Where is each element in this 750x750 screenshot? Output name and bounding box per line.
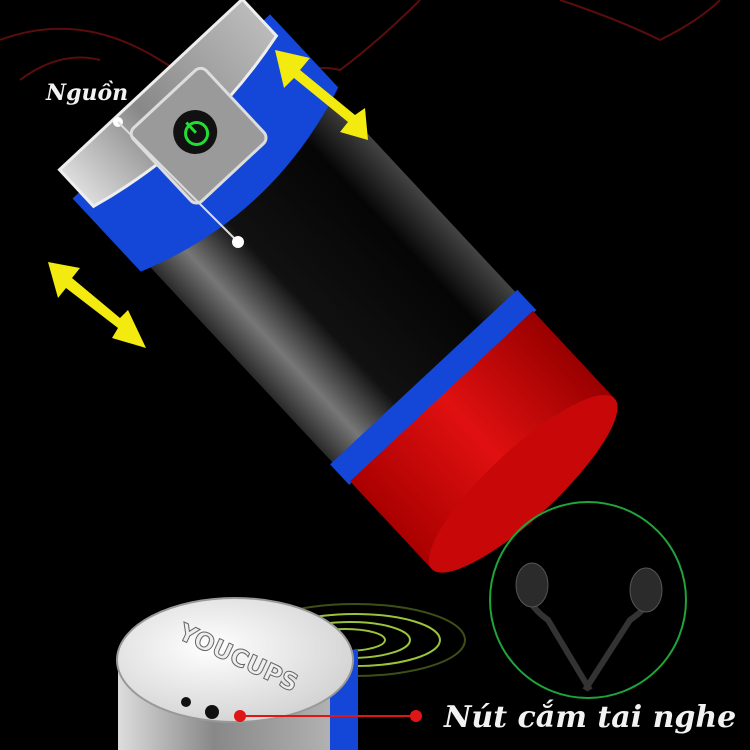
power-label: Nguồn [46, 80, 129, 106]
arrow-left-icon [48, 262, 146, 348]
device-bottom: YOUCUPS [116, 597, 358, 750]
earphones-icon [489, 501, 687, 699]
headphone-jack-label: Nút cắm tai nghe [444, 700, 737, 735]
headphone-jack[interactable] [205, 705, 219, 719]
jack-callout-line [234, 710, 422, 722]
device-body [57, 0, 618, 573]
power-icon[interactable] [164, 101, 226, 163]
power-callout-line [113, 117, 244, 248]
arrow-top-icon [275, 50, 368, 140]
